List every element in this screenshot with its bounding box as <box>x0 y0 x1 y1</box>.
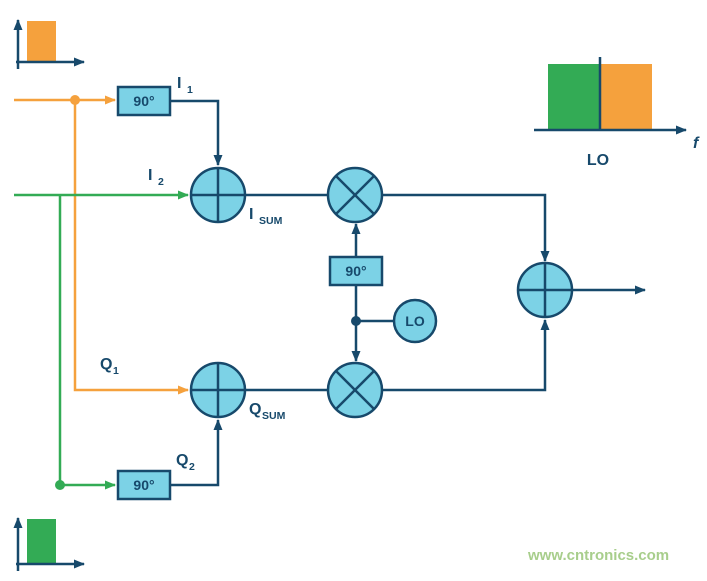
svg-text:1: 1 <box>113 365 119 377</box>
input-spectrum-bottom <box>13 517 85 571</box>
svg-text:2: 2 <box>189 461 195 473</box>
label-qsum: Q SUM <box>249 401 286 422</box>
output-spectrum-orange-band <box>600 64 652 130</box>
adder-output <box>516 261 574 319</box>
phase-shifter-q: 90° <box>116 469 172 501</box>
lo-junction-dot <box>351 316 361 326</box>
svg-text:I: I <box>249 206 253 223</box>
mixer-i-output-path <box>382 193 550 262</box>
multiply-icon <box>335 175 375 215</box>
input-spectrum-top <box>13 19 85 69</box>
svg-text:Q: Q <box>176 452 188 469</box>
label-isum: I SUM <box>249 206 283 227</box>
adder-q <box>189 361 247 419</box>
output-spectrum-green-band <box>548 64 600 130</box>
plus-icon <box>191 363 245 417</box>
green-junction-dot <box>55 480 65 490</box>
lo-node-label: LO <box>405 313 425 329</box>
svg-text:SUM: SUM <box>262 410 286 422</box>
phase-shifter-i-label: 90° <box>133 93 154 109</box>
multiply-icon <box>335 370 375 410</box>
mixer-i <box>326 166 384 224</box>
adder-i <box>189 166 247 224</box>
input-spectrum-top-band <box>27 21 56 62</box>
lo-to-phase-shifter-path <box>354 285 394 323</box>
phase-shifter-lo-label: 90° <box>345 263 366 279</box>
label-q1: Q 1 <box>100 356 119 377</box>
phase-shifter-i: 90° <box>116 85 172 117</box>
phase-shifter-q-label: 90° <box>133 477 154 493</box>
label-q2: Q 2 <box>176 452 195 473</box>
mixer-q-output-path <box>382 319 550 392</box>
q2-path <box>170 419 223 487</box>
label-i1: I 1 <box>177 75 193 96</box>
svg-text:1: 1 <box>187 84 193 96</box>
phase-shifter-lo: 90° <box>328 255 384 287</box>
svg-text:I: I <box>148 167 152 184</box>
mixer-q <box>326 361 384 419</box>
input-spectrum-bottom-band <box>27 519 56 564</box>
plus-icon <box>191 168 245 222</box>
orange-input-branch-q1 <box>73 100 189 395</box>
svg-text:SUM: SUM <box>259 215 283 227</box>
svg-text:I: I <box>177 75 181 92</box>
watermark: www.cntronics.com <box>527 547 669 564</box>
svg-text:Q: Q <box>249 401 261 418</box>
lo-oscillator: LO <box>392 298 438 344</box>
orange-junction-dot <box>70 95 80 105</box>
svg-text:2: 2 <box>158 176 164 188</box>
plus-icon <box>518 263 572 317</box>
f-axis-label: f <box>693 135 700 152</box>
svg-text:Q: Q <box>100 356 112 373</box>
green-input-branch <box>58 195 116 490</box>
output-spectrum: f LO <box>534 57 700 169</box>
lo-spectrum-label: LO <box>587 152 609 169</box>
label-i2: I 2 <box>148 167 164 188</box>
i1-path <box>170 99 223 166</box>
